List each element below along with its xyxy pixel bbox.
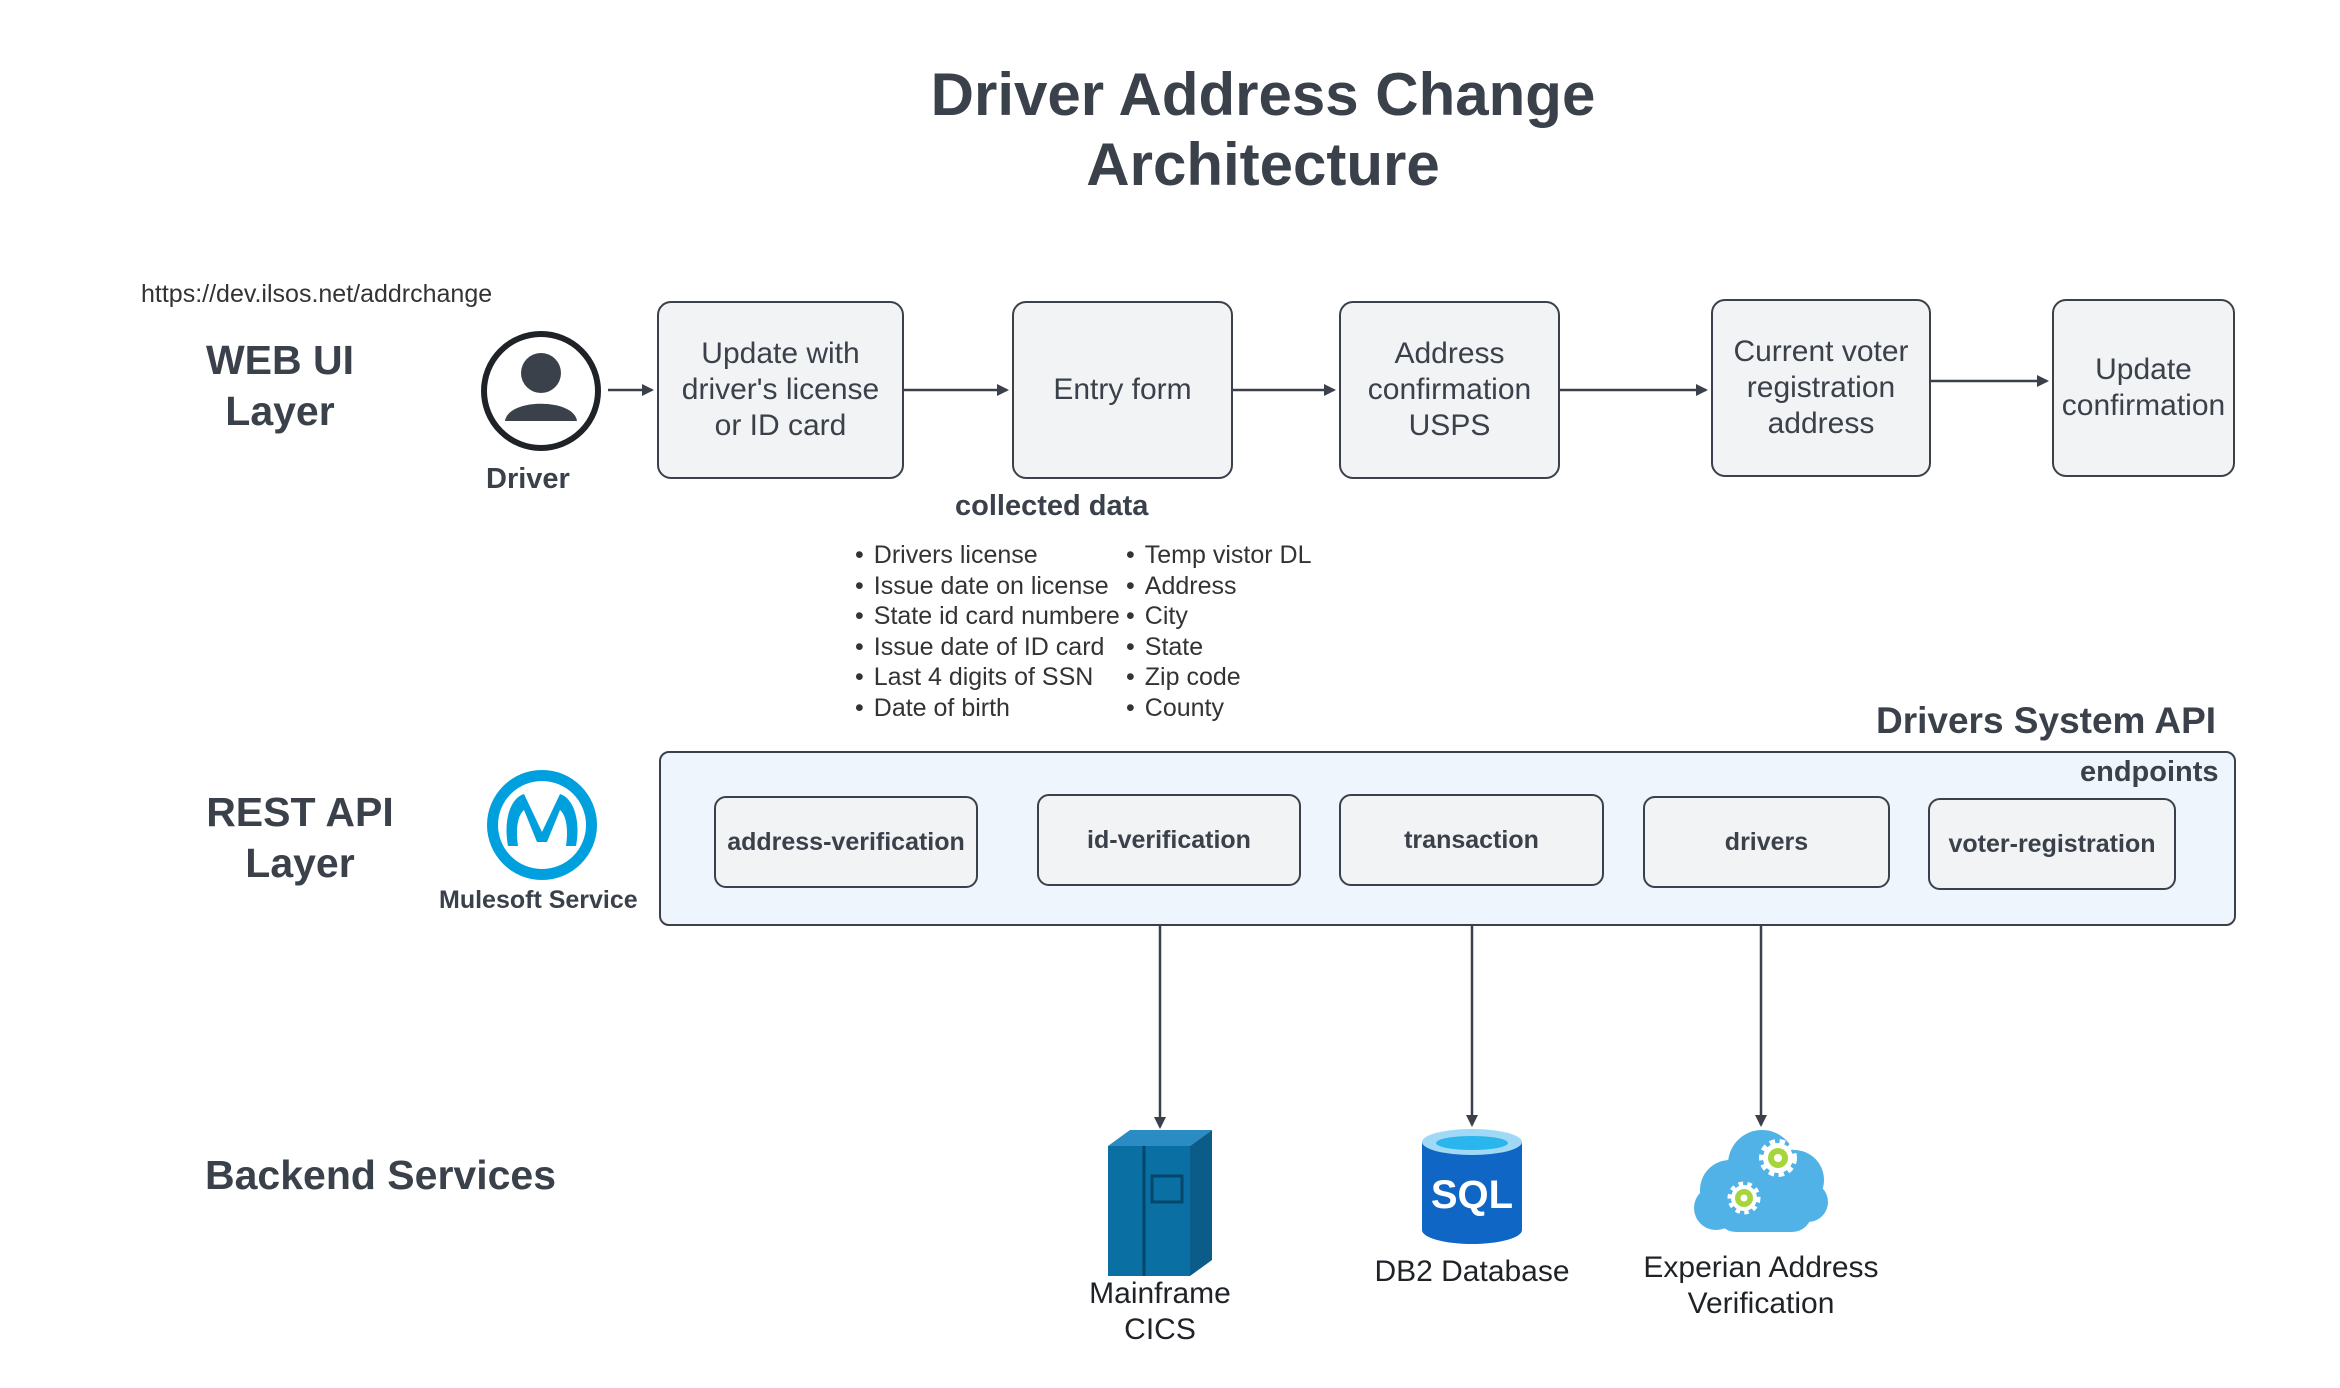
rest-api-layer-label-line-2: Layer xyxy=(245,840,355,886)
flow-step-5-line-2: confirmation xyxy=(2061,389,2226,422)
mulesoft-service-label: Mulesoft Service xyxy=(439,886,638,914)
collected-data-heading: collected data xyxy=(955,490,1149,522)
flow-step-3-line-3: USPS xyxy=(1408,409,1491,442)
user-avatar-icon xyxy=(481,331,601,451)
list-item: Temp vistor DL xyxy=(1126,540,1312,571)
list-item: State id card numbere xyxy=(855,601,1120,632)
sql-database-icon: SQL xyxy=(1422,1129,1522,1244)
experian-label-line-2: Verification xyxy=(1687,1287,1835,1320)
experian-label: Experian Address Verification xyxy=(1621,1250,1901,1322)
endpoint-address-verification[interactable]: address-verification xyxy=(714,796,978,888)
flow-step-2-line-1: Entry form xyxy=(1053,373,1192,406)
flow-step-4-line-1: Current voter xyxy=(1733,335,1909,368)
mulesoft-logo-icon xyxy=(487,770,597,880)
list-item: Address xyxy=(1126,571,1311,602)
collected-data-right-list: Temp vistor DL Address City State Zip co… xyxy=(1126,540,1312,724)
db2-label-line-1: DB2 Database xyxy=(1374,1255,1570,1288)
flow-step-address-confirmation[interactable]: Address confirmation USPS xyxy=(1339,301,1560,479)
db2-label: DB2 Database xyxy=(1362,1254,1582,1290)
rest-api-layer-label: REST API Layer xyxy=(170,787,430,889)
endpoints-label: endpoints xyxy=(2080,756,2219,788)
flow-step-4-line-2: registration xyxy=(1746,371,1896,404)
api-title: Drivers System API xyxy=(1876,700,2217,741)
flow-step-entry-form[interactable]: Entry form xyxy=(1012,301,1233,479)
flow-step-1-line-1: Update with xyxy=(701,337,860,370)
web-ui-layer-label-line-1: WEB UI xyxy=(205,337,355,383)
mainframe-server-icon xyxy=(1108,1130,1212,1276)
web-ui-layer-label: WEB UI Layer xyxy=(160,335,400,437)
list-item: Issue date on license xyxy=(855,571,1120,602)
flow-step-update-license[interactable]: Update with driver's license or ID card xyxy=(657,301,904,479)
mainframe-label: Mainframe CICS xyxy=(1060,1276,1260,1348)
flow-step-1-line-2: driver's license xyxy=(681,373,880,406)
page-title-line-1: Driver Address Change xyxy=(930,61,1596,128)
web-ui-layer-label-line-2: Layer xyxy=(225,388,335,434)
flow-step-3-line-2: confirmation xyxy=(1367,373,1532,406)
list-item: Drivers license xyxy=(855,540,1120,571)
flow-step-4-line-3: address xyxy=(1767,407,1875,440)
flow-step-1-line-3: or ID card xyxy=(714,409,847,442)
endpoint-voter-registration[interactable]: voter-registration xyxy=(1928,798,2176,890)
rest-api-layer-label-line-1: REST API xyxy=(206,789,394,835)
backend-services-layer-label: Backend Services xyxy=(205,1152,557,1198)
svg-text:SQL: SQL xyxy=(1431,1173,1513,1217)
list-item: Issue date of ID card xyxy=(855,632,1120,663)
list-item: Last 4 digits of SSN xyxy=(855,662,1120,693)
driver-label: Driver xyxy=(486,463,570,495)
flow-step-update-confirmation[interactable]: Update confirmation xyxy=(2052,299,2235,477)
cloud-gears-icon xyxy=(1694,1130,1828,1232)
list-item: City xyxy=(1126,601,1311,632)
collected-data-left-list: Drivers license Issue date on license St… xyxy=(855,540,1120,724)
list-item: Date of birth xyxy=(855,693,1120,724)
mainframe-label-line-1: Mainframe xyxy=(1089,1277,1231,1310)
experian-label-line-1: Experian Address xyxy=(1643,1251,1879,1284)
list-item: State xyxy=(1126,632,1311,663)
list-item: County xyxy=(1126,693,1311,724)
endpoint-drivers[interactable]: drivers xyxy=(1643,796,1890,888)
endpoint-id-verification[interactable]: id-verification xyxy=(1037,794,1301,886)
flow-step-3-line-1: Address xyxy=(1394,337,1505,370)
page-title: Driver Address Change Architecture xyxy=(0,60,2340,200)
endpoint-transaction[interactable]: transaction xyxy=(1339,794,1604,886)
list-item: Zip code xyxy=(1126,662,1311,693)
flow-step-voter-registration-address[interactable]: Current voter registration address xyxy=(1711,299,1931,477)
web-ui-url: https://dev.ilsos.net/addrchange xyxy=(141,280,493,308)
page-title-line-2: Architecture xyxy=(1086,131,1440,198)
mainframe-label-line-2: CICS xyxy=(1124,1313,1196,1346)
flow-step-5-line-1: Update xyxy=(2095,353,2192,386)
